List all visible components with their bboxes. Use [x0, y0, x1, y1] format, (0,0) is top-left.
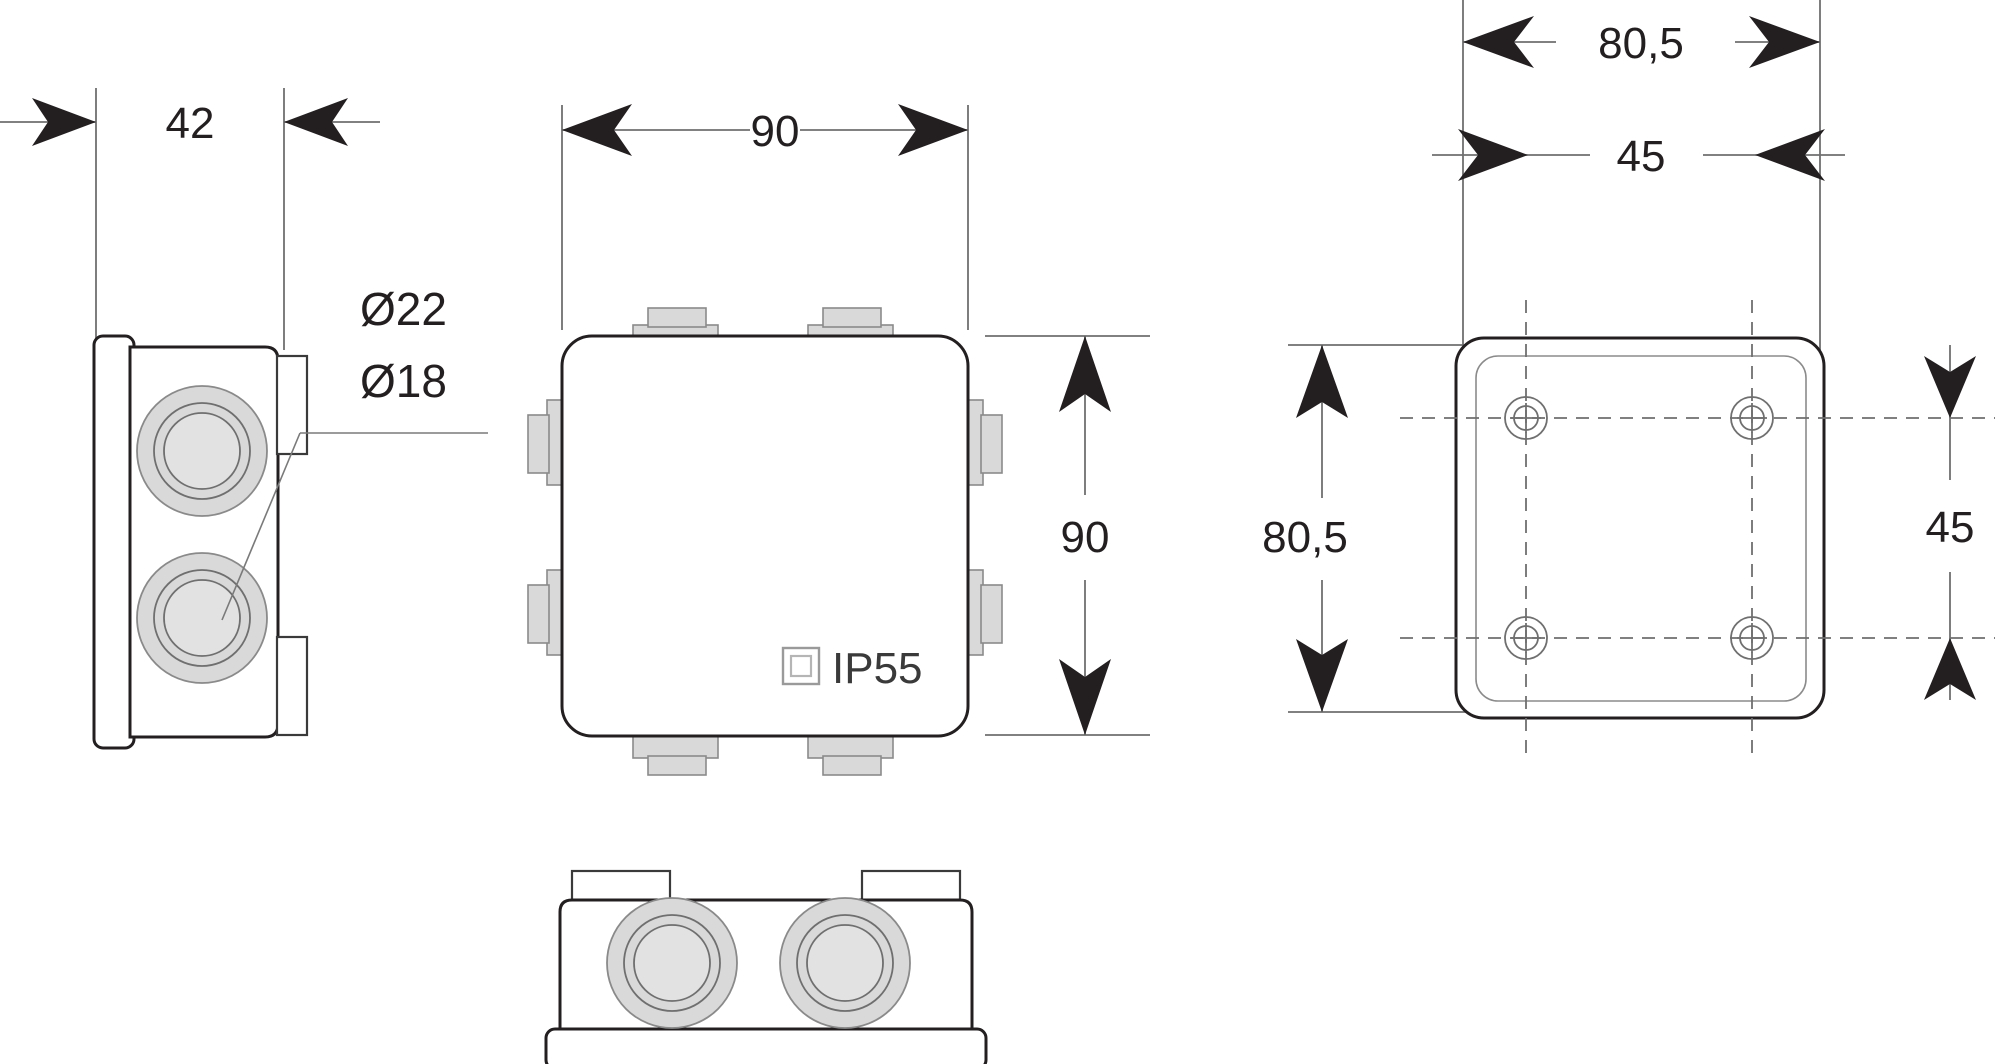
side-gland-lower — [136, 552, 268, 684]
bottom-gland-left — [606, 897, 738, 1029]
dim-front-height: 90 — [1059, 336, 1111, 735]
ip55-badge: IP55 — [781, 644, 923, 693]
dim-45-horizontal: 45 — [1432, 129, 1845, 181]
dim-805-horizontal-label: 80,5 — [1598, 19, 1684, 68]
dim-front-height-label: 90 — [1061, 513, 1110, 562]
diameter-inner-label: Ø18 — [360, 355, 447, 407]
ip55-label: IP55 — [832, 644, 923, 693]
mounting-hole-top-right — [1730, 396, 1774, 440]
bottom-gland-right — [779, 897, 911, 1029]
dim-805-horizontal: 80,5 — [1463, 16, 1820, 68]
rear-body-outer — [1454, 336, 1826, 720]
bottom-tab-left — [570, 869, 672, 903]
dim-42: 42 — [0, 98, 380, 148]
side-gland-upper — [136, 385, 268, 517]
double-square-icon — [781, 646, 821, 686]
rear-centerlines — [1400, 300, 1995, 756]
dim-45-vertical: 45 — [1924, 345, 1976, 700]
front-view: 90 90 — [527, 104, 1150, 776]
mounting-hole-bottom-right — [1730, 616, 1774, 660]
dim-45-horizontal-label: 45 — [1617, 132, 1666, 181]
front-stub-bottom-left — [632, 735, 719, 776]
dim-front-width-label: 90 — [751, 107, 800, 156]
dim-805-vertical: 80,5 — [1262, 345, 1348, 712]
front-body — [560, 334, 970, 738]
mounting-hole-bottom-left — [1504, 616, 1548, 660]
dim-805-vertical-label: 80,5 — [1262, 513, 1348, 562]
dim-front-height-extension-lines — [985, 335, 1150, 736]
rear-body-inner — [1475, 355, 1807, 702]
bottom-view — [544, 869, 988, 1064]
side-view: 42 — [0, 88, 488, 750]
side-tab-lower — [275, 635, 309, 737]
dim-42-label: 42 — [166, 99, 215, 148]
rear-view: 80,5 45 80,5 — [1262, 0, 1995, 756]
front-stub-bottom-right — [807, 735, 894, 776]
mounting-hole-top-left — [1504, 396, 1548, 440]
dim-front-width-extension-lines — [561, 105, 969, 330]
diameter-outer-label: Ø22 — [360, 283, 447, 335]
dim-45-vertical-label: 45 — [1926, 503, 1975, 552]
side-lid-flange — [92, 334, 136, 750]
bottom-tab-right — [860, 869, 962, 903]
side-tab-upper — [275, 354, 309, 456]
dim-front-width: 90 — [562, 104, 968, 156]
dim-42-extension-lines — [95, 88, 285, 350]
dim-805-v-extension-lines — [1288, 344, 1470, 713]
diameter-leader-line — [221, 432, 488, 621]
bottom-base-flange — [544, 1027, 988, 1064]
